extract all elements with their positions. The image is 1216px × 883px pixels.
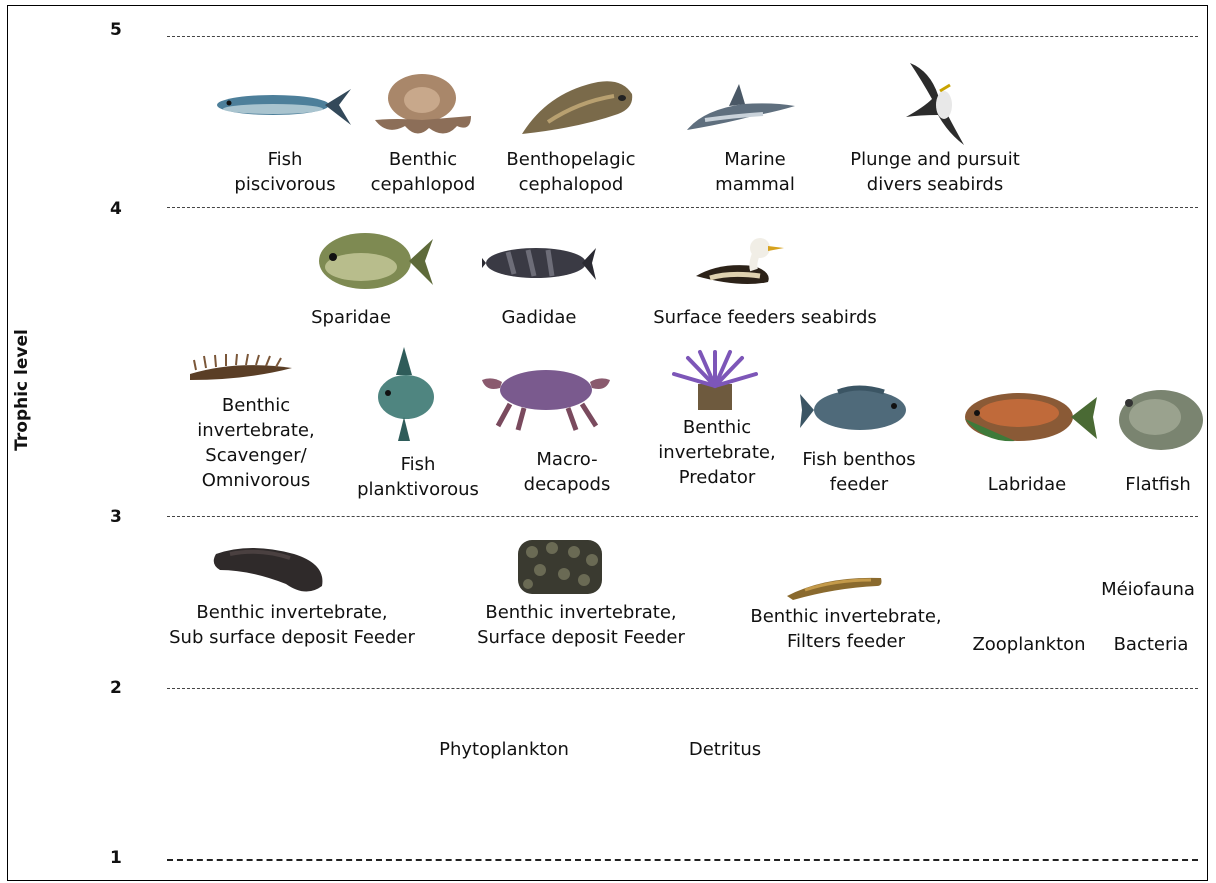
level-line-1 [167, 859, 1198, 861]
label-macro-decapods: Macro- decapods [524, 447, 611, 497]
label-benthic-predator: Benthic invertebrate, Predator [658, 415, 775, 490]
filters-feeder-icon [785, 570, 885, 602]
macro-decapod-icon [480, 362, 612, 432]
gadidae-icon [478, 238, 596, 288]
benthic-cephalopod-icon [367, 70, 477, 142]
level-line-4 [167, 207, 1198, 208]
fish-planktivorous-icon [374, 347, 444, 442]
tick-1: 1 [110, 848, 122, 868]
marine-mammal-icon [683, 80, 798, 135]
y-axis-label: Trophic level [12, 329, 32, 451]
surface-deposit-feeder-icon [512, 530, 607, 600]
surface-feeder-seabird-icon [690, 232, 785, 292]
tick-4: 4 [110, 199, 122, 219]
level-line-3 [167, 516, 1198, 517]
level-line-2 [167, 688, 1198, 689]
label-bacteria: Bacteria [1114, 632, 1189, 657]
benthic-predator-icon [668, 348, 763, 413]
label-surface-deposit-feeder: Benthic invertebrate, Surface deposit Fe… [477, 600, 685, 650]
label-meiofauna: Méiofauna [1101, 577, 1195, 602]
label-benthic-cephalopod: Benthic cepahlopod [371, 147, 476, 197]
benthic-scavenger-icon [186, 350, 296, 385]
fish-benthos-feeder-icon [798, 382, 923, 437]
label-surface-feeders-seabirds: Surface feeders seabirds [653, 305, 877, 330]
label-sub-surface-deposit-feeder: Benthic invertebrate, Sub surface deposi… [169, 600, 415, 650]
flatfish-icon [1115, 385, 1207, 455]
sparidae-icon [315, 225, 435, 297]
level-line-5 [167, 36, 1198, 37]
label-phytoplankton: Phytoplankton [439, 737, 569, 762]
label-benthopelagic-cephalopod: Benthopelagic cephalopod [506, 147, 635, 197]
sub-surface-deposit-feeder-icon [210, 540, 330, 600]
label-fish-planktivorous: Fish planktivorous [357, 452, 479, 502]
plunge-diver-seabird-icon [900, 55, 985, 150]
tick-5: 5 [110, 20, 122, 40]
label-benthic-scavenger: Benthic invertebrate, Scavenger/ Omnivor… [197, 393, 314, 493]
label-labridae: Labridae [988, 472, 1066, 497]
label-fish-piscivorous: Fish piscivorous [234, 147, 335, 197]
label-sparidae: Sparidae [311, 305, 391, 330]
label-marine-mammal: Marine mammal [715, 147, 795, 197]
label-fish-benthos-feeder: Fish benthos feeder [802, 447, 915, 497]
tick-3: 3 [110, 507, 122, 527]
fish-piscivorous-icon [215, 85, 355, 130]
benthopelagic-cephalopod-icon [518, 72, 638, 140]
label-zooplankton: Zooplankton [972, 632, 1085, 657]
label-filters-feeder: Benthic invertebrate, Filters feeder [750, 604, 941, 654]
tick-2: 2 [110, 678, 122, 698]
label-gadidae: Gadidae [502, 305, 577, 330]
labridae-icon [955, 383, 1100, 451]
label-plunge-pursuit-seabirds: Plunge and pursuit divers seabirds [850, 147, 1020, 197]
label-flatfish: Flatfish [1125, 472, 1191, 497]
label-detritus: Detritus [689, 737, 761, 762]
